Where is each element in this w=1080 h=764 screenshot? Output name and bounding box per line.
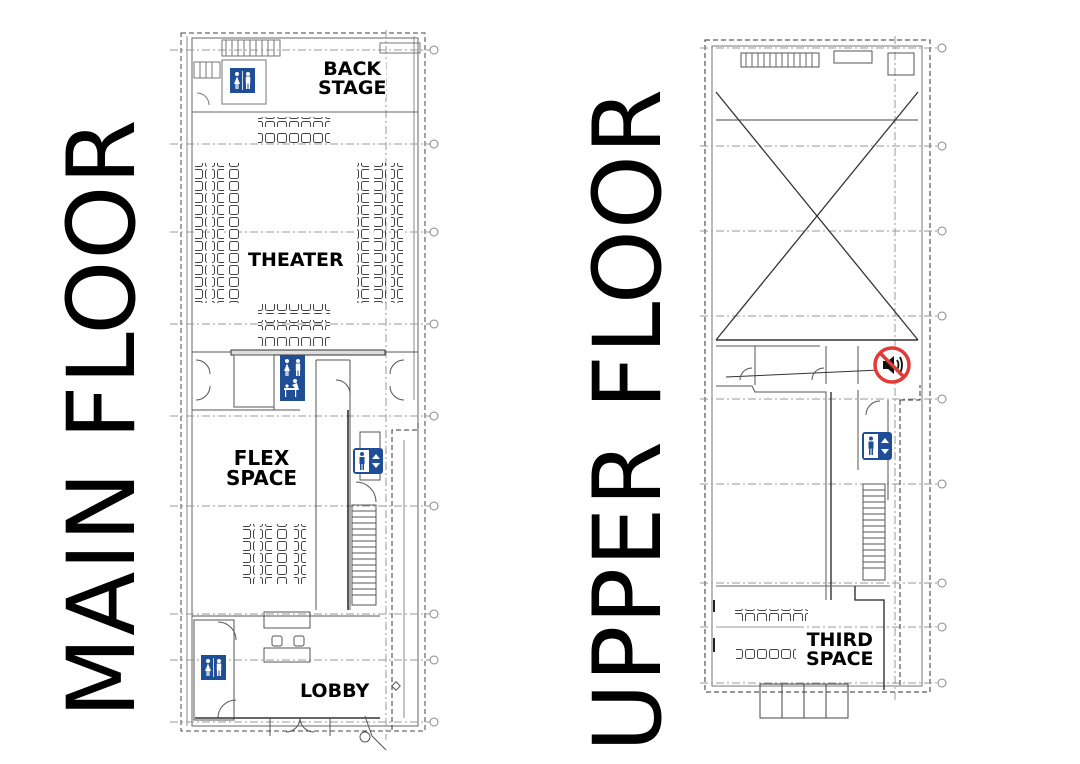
room-label-line: SPACE (226, 466, 298, 490)
no-sound-icon (872, 345, 912, 385)
room-label-lobby: LOBBY (300, 680, 370, 702)
room-label-flex-space: FLEX SPACE (224, 446, 300, 490)
room-label-theater: THEATER (248, 251, 344, 270)
room-label-backstage: BACK STAGE (318, 58, 387, 99)
elevator-icon (862, 432, 892, 460)
room-label-line: THEATER (248, 249, 344, 271)
room-label-line: STAGE (318, 77, 387, 99)
room-label-line: FLEX (233, 446, 290, 470)
room-label-line: SPACE (806, 648, 874, 670)
main-floor-plan (170, 30, 439, 751)
room-label-line: THIRD (806, 629, 873, 651)
restroom-icon (230, 68, 255, 93)
room-label-line: BACK (323, 58, 382, 80)
room-label-third-space: THIRD SPACE (806, 631, 874, 669)
elevator-icon (353, 448, 383, 474)
restroom-family-changing-icon (280, 355, 305, 401)
restroom-icon (201, 655, 226, 680)
room-label-line: LOBBY (300, 680, 370, 702)
